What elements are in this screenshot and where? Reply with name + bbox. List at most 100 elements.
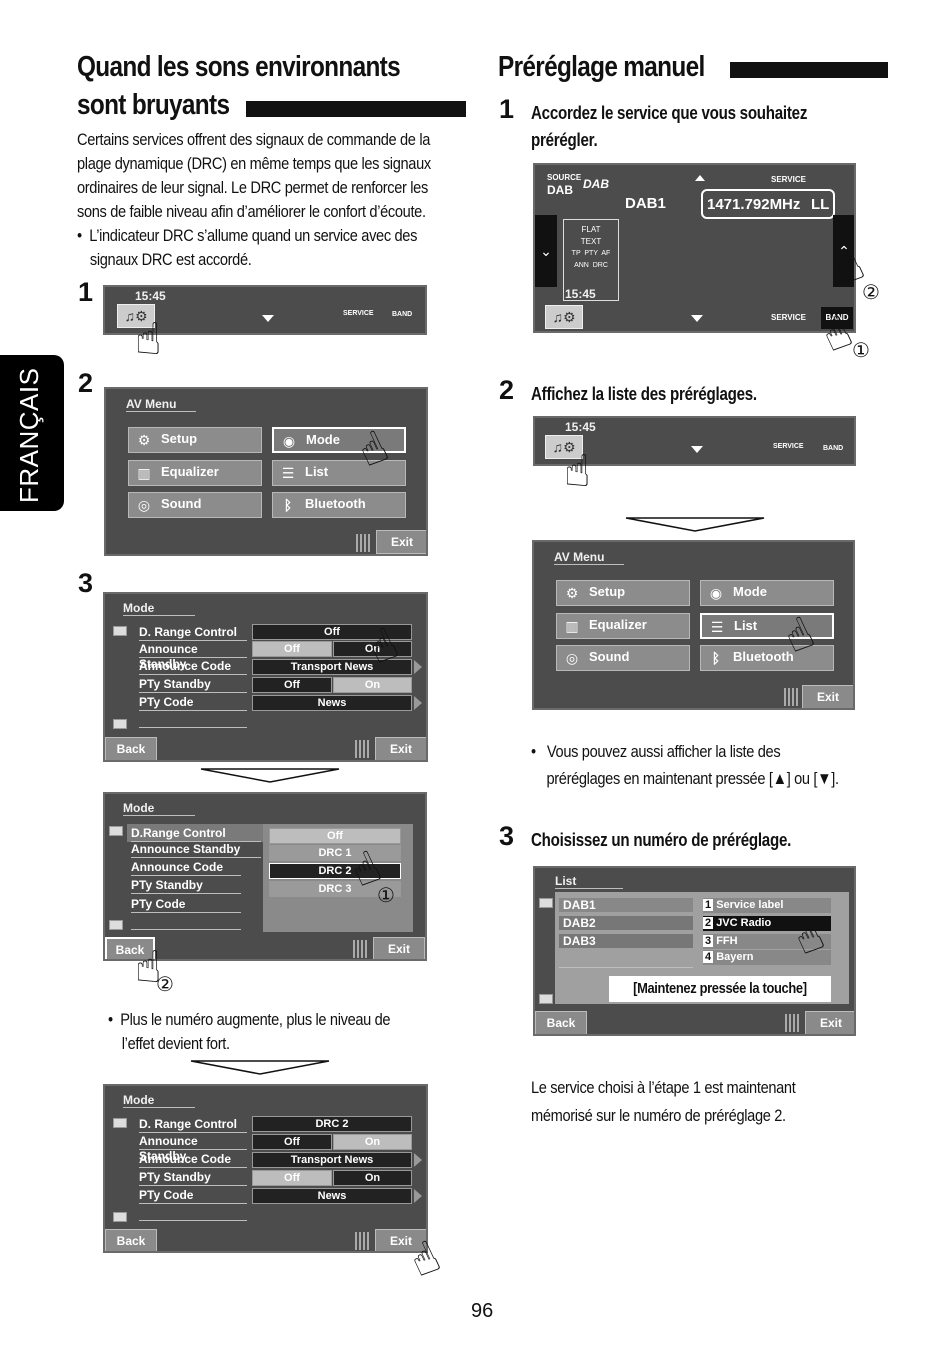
list-icon: ☰ — [710, 619, 724, 635]
service-button[interactable]: SERVICE — [771, 313, 806, 322]
chevron-up-icon[interactable] — [695, 175, 705, 181]
announce-code-label[interactable]: Announce Code — [139, 659, 247, 675]
clock: 15:45 — [135, 289, 166, 303]
preset-name: Service label — [716, 899, 784, 911]
preset-1[interactable]: 1 Service label — [703, 898, 831, 913]
list-button[interactable]: ☰List — [700, 613, 834, 639]
scroll-down-icon[interactable] — [539, 994, 553, 1004]
pty-code-value[interactable]: News — [252, 1188, 412, 1204]
exit-button[interactable]: Exit — [802, 685, 853, 708]
scroll-up-icon[interactable] — [113, 1118, 127, 1128]
pty-standby-on[interactable]: On — [333, 1170, 412, 1186]
list-button[interactable]: ☰List — [272, 460, 406, 486]
list-title: List — [555, 874, 623, 889]
av-menu-icon[interactable]: ♫⚙ — [117, 304, 155, 328]
preset-3[interactable]: 3 FFH — [703, 934, 831, 949]
pty-standby-on[interactable]: On — [333, 677, 412, 693]
band-dab3[interactable]: DAB3 — [559, 934, 693, 948]
drc-option-1[interactable]: DRC 1 — [269, 845, 401, 861]
exit-button[interactable]: Exit — [376, 530, 426, 554]
scroll-down-icon[interactable] — [113, 1212, 127, 1222]
back-button[interactable]: Back — [535, 1011, 587, 1034]
preset-2[interactable]: 2 JVC Radio — [703, 916, 831, 931]
step-text-line: Accordez le service que vous souhaitez — [531, 103, 808, 123]
announce-standby-label[interactable]: Announce Standby — [139, 642, 247, 671]
preset-4[interactable]: 4 Bayern — [703, 950, 831, 965]
exit-button[interactable]: Exit — [375, 737, 426, 760]
step3-text: Choisissez un numéro de préréglage. — [531, 827, 841, 854]
sound-button[interactable]: ◎Sound — [556, 645, 690, 671]
callout-2: ② — [156, 974, 174, 996]
scroll-up-icon[interactable] — [113, 626, 127, 636]
pty-code-label[interactable]: PTy Code — [139, 695, 247, 711]
announce-code-value[interactable]: Transport News — [252, 659, 412, 675]
sound-button[interactable]: ◎Sound — [128, 492, 262, 518]
pty-standby-label[interactable]: PTy Standby — [139, 677, 247, 693]
back-button[interactable]: Back — [105, 937, 155, 959]
band-button[interactable]: BAND — [392, 311, 413, 318]
scroll-up-icon[interactable] — [539, 898, 553, 908]
scroll-down-icon[interactable] — [113, 719, 127, 729]
scroll-up-icon[interactable] — [109, 826, 123, 836]
sound-icon: ◎ — [137, 497, 151, 513]
service-button[interactable]: SERVICE — [773, 443, 804, 450]
announce-standby-label[interactable]: Announce Standby — [139, 1134, 247, 1163]
av-menu-icon[interactable]: ♫⚙ — [545, 305, 583, 329]
mode-button[interactable]: ◉Mode — [700, 580, 834, 606]
equalizer-button[interactable]: ▥Equalizer — [128, 460, 262, 486]
standby-on[interactable]: On — [333, 641, 412, 657]
back-button[interactable]: Back — [105, 1229, 157, 1251]
band-dab1[interactable]: DAB1 — [559, 898, 693, 912]
announce-code-value[interactable]: Transport News — [252, 1152, 412, 1168]
d-range-control-label[interactable]: D.Range Control — [131, 826, 261, 842]
pty-standby-off[interactable]: Off — [252, 677, 332, 693]
drc-value[interactable]: DRC 2 — [252, 1116, 412, 1132]
pty-standby-label[interactable]: PTy Standby — [139, 1170, 247, 1186]
band-button[interactable]: BAND — [821, 307, 853, 329]
scroll-right-button[interactable]: ⌃ — [833, 215, 854, 287]
gear-icon: ⚙ — [565, 585, 579, 601]
setup-button[interactable]: ⚙Setup — [556, 580, 690, 606]
heading-rule — [246, 101, 466, 117]
chevron-down-icon[interactable] — [691, 315, 703, 322]
announce-standby-label[interactable]: Announce Standby — [131, 842, 261, 858]
service-button[interactable]: SERVICE — [343, 310, 374, 317]
band-dab2[interactable]: DAB2 — [559, 916, 693, 930]
back-button[interactable]: Back — [105, 737, 157, 760]
drc-value[interactable]: Off — [252, 624, 412, 640]
pty-code-label[interactable]: PTy Code — [139, 1188, 247, 1204]
scroll-down-icon[interactable] — [109, 920, 123, 930]
standby-off[interactable]: Off — [252, 641, 332, 657]
drc-option-2[interactable]: DRC 2 — [269, 863, 401, 879]
pty-code-label[interactable]: PTy Code — [131, 897, 241, 913]
announce-code-label[interactable]: Announce Code — [139, 1152, 247, 1168]
chevron-down-icon[interactable] — [691, 446, 703, 453]
bullet-line: préréglages en maintenant pressée [▲] ou… — [546, 769, 839, 788]
drc-option-3[interactable]: DRC 3 — [269, 881, 401, 897]
scroll-left-button[interactable]: ⌄ — [535, 215, 557, 287]
standby-off[interactable]: Off — [252, 1134, 332, 1150]
d-range-control-label[interactable]: D. Range Control — [139, 1117, 247, 1133]
band-button[interactable]: BAND — [823, 445, 844, 452]
standby-on[interactable]: On — [333, 1134, 412, 1150]
av-menu-screen: AV Menu ⚙Setup ◉Mode ▥Equalizer ☰List ◎S… — [532, 540, 855, 710]
exit-button[interactable]: Exit — [375, 1229, 426, 1251]
pty-standby-label[interactable]: PTy Standby — [131, 878, 241, 894]
exit-button[interactable]: Exit — [373, 937, 425, 959]
pty-code-value[interactable]: News — [252, 695, 412, 711]
mode-button[interactable]: ◉Mode — [272, 427, 406, 453]
dab-source[interactable]: DAB — [547, 183, 573, 197]
bullet-line: L’indicateur DRC s’allume quand un servi… — [89, 226, 418, 245]
announce-code-label[interactable]: Announce Code — [131, 860, 241, 876]
d-range-control-label[interactable]: D. Range Control — [139, 625, 247, 641]
pty-standby-off[interactable]: Off — [252, 1170, 332, 1186]
chevron-down-icon[interactable] — [262, 315, 274, 322]
equalizer-button[interactable]: ▥Equalizer — [556, 613, 690, 639]
exit-button[interactable]: Exit — [805, 1011, 854, 1034]
av-menu-icon[interactable]: ♫⚙ — [545, 435, 583, 459]
setup-button[interactable]: ⚙Setup — [128, 427, 262, 453]
language-tab-label: FRANÇAIS — [14, 367, 44, 503]
drc-option-off[interactable]: Off — [269, 828, 401, 844]
